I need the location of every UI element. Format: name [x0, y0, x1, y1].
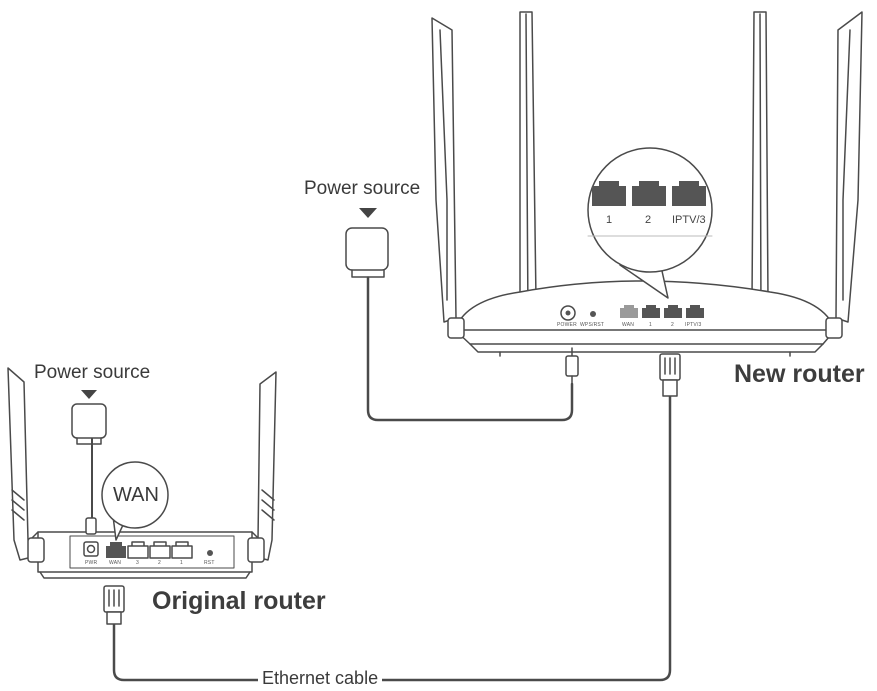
down-arrow-icon — [81, 390, 97, 399]
lan-port-1 — [171, 541, 193, 559]
wan-port — [620, 305, 638, 318]
antenna — [7, 367, 37, 561]
power-source-label-original: Power source — [34, 362, 151, 383]
panel-label: RST — [204, 560, 215, 566]
wan-callout-label: WAN — [113, 484, 159, 506]
panel-label: 3 — [136, 560, 139, 566]
original-router-power-adapter — [71, 403, 107, 445]
panel-label: WPS/RST — [580, 322, 605, 328]
zoom-port-label: 2 — [645, 214, 652, 226]
ethernet-plug-original-router — [103, 585, 125, 625]
panel-label: IPTV/3 — [685, 322, 702, 328]
ethernet-plug-new-router — [659, 353, 681, 397]
ethernet-cable-label: Ethernet cable — [258, 668, 383, 689]
lan-port-2 — [664, 305, 682, 318]
zoom-iptv-port — [672, 181, 706, 206]
panel-label: POWER — [557, 322, 577, 328]
pwr-jack — [83, 541, 99, 557]
down-arrow-icon — [359, 208, 377, 218]
power-source-label-new: Power source — [304, 178, 421, 199]
wps-rst-button — [590, 311, 596, 317]
panel-label: 1 — [649, 322, 652, 328]
antenna — [431, 17, 457, 323]
dc-power-plug — [565, 347, 579, 387]
dc-power-plug — [85, 517, 97, 535]
new-router — [431, 11, 863, 357]
new-router-label: New router — [734, 360, 865, 388]
new-router-power-cable — [366, 276, 574, 422]
original-router — [7, 367, 277, 579]
antenna — [517, 11, 541, 321]
original-router-label: Original router — [152, 587, 326, 615]
rst-button — [207, 550, 213, 556]
zoom-port-label: IPTV/3 — [672, 214, 706, 226]
panel-label: WAN — [109, 560, 122, 566]
zoom-lan-port-1 — [592, 181, 626, 206]
ethernet-cable — [112, 394, 672, 682]
panel-label: 2 — [158, 560, 161, 566]
iptv-port — [686, 305, 704, 318]
power-jack — [560, 305, 576, 321]
panel-label: 1 — [180, 560, 183, 566]
lan-port-1 — [642, 305, 660, 318]
zoom-lan-port-2 — [632, 181, 666, 206]
wan-callout-bubble — [101, 461, 169, 541]
zoom-port-label: 1 — [606, 214, 613, 226]
lan-port-3 — [127, 541, 149, 559]
new-router-power-adapter — [345, 227, 389, 284]
panel-label: WAN — [622, 322, 635, 328]
panel-label: 2 — [671, 322, 674, 328]
lan-port-2 — [149, 541, 171, 559]
wan-port — [106, 542, 126, 558]
panel-label: PWR — [85, 560, 98, 566]
port-zoom-callout — [587, 147, 713, 299]
antenna — [251, 371, 277, 561]
